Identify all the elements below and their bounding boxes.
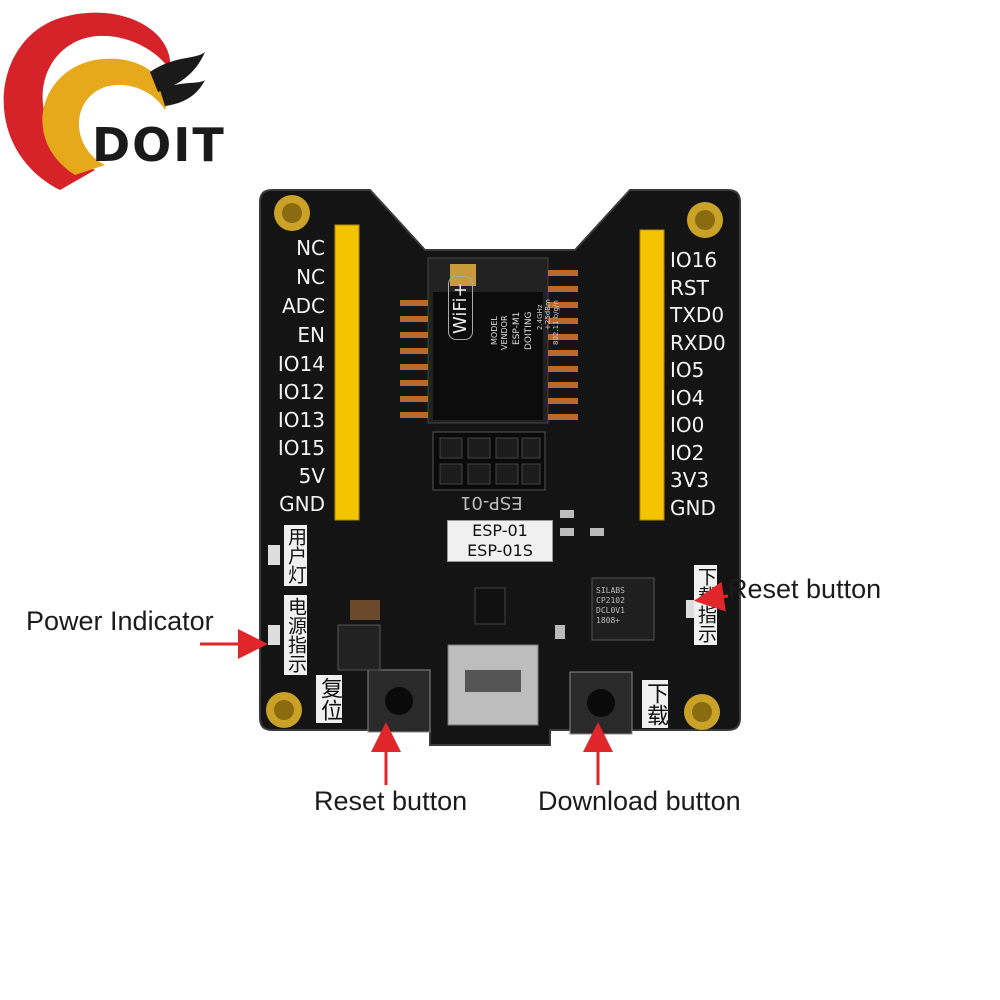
pin-label: RXD0 [670,331,726,355]
pin-label: IO5 [670,358,705,382]
power-led-label: 电源指示 [284,595,307,675]
chip-text: DCL0V1 [596,606,625,615]
chip-text: CP2102 [596,596,625,605]
pin-label: NC [296,236,325,260]
pin-label: IO13 [277,408,325,432]
pin-label: NC [296,265,325,289]
reset-button-right-callout: Reset button [728,574,882,604]
arrow-icon [694,581,729,612]
reset-button-bottom-callout: Reset button [314,786,468,816]
chip-marking: SILABS CP2102 DCL0V1 1808+ [596,586,652,626]
download-button-callout: Download button [538,786,741,816]
pin-label: TXD0 [670,303,725,327]
pin-label: ADC [281,294,325,318]
pin-label: EN [297,323,325,347]
pin-label: IO2 [670,441,705,465]
reset-label: 复位 [316,675,342,723]
pin-label: IO4 [670,386,705,410]
pin-label: IO12 [277,380,325,404]
chip-text: SILABS [596,586,625,595]
pin-label: 5V [298,464,325,488]
doit-logo: DOIT [0,0,224,200]
socket-label: ESP-01S [467,541,533,560]
pin-label: IO15 [277,436,325,460]
pin-label: GND [670,496,716,520]
power-indicator-callout: Power Indicator [26,606,214,636]
logo-swirl-icon [3,12,205,190]
user-led-label: 用户灯 [284,525,307,586]
logo-text: DOIT [92,118,226,172]
pin-label: RST [670,276,709,300]
chip-text: 1808+ [596,616,621,625]
pin-label: 3V3 [670,468,710,492]
pin-label: IO14 [277,352,325,376]
download-label: 下载 [642,680,668,728]
pcb-board [259,189,741,746]
pin-label: IO0 [670,413,705,437]
screw-icon [266,195,723,730]
pin-label: IO16 [670,248,718,272]
pin-label: GND [279,492,325,516]
socket-label: ESP-01 [472,521,528,540]
socket-label-box: ESP-01 ESP-01S [447,520,553,562]
